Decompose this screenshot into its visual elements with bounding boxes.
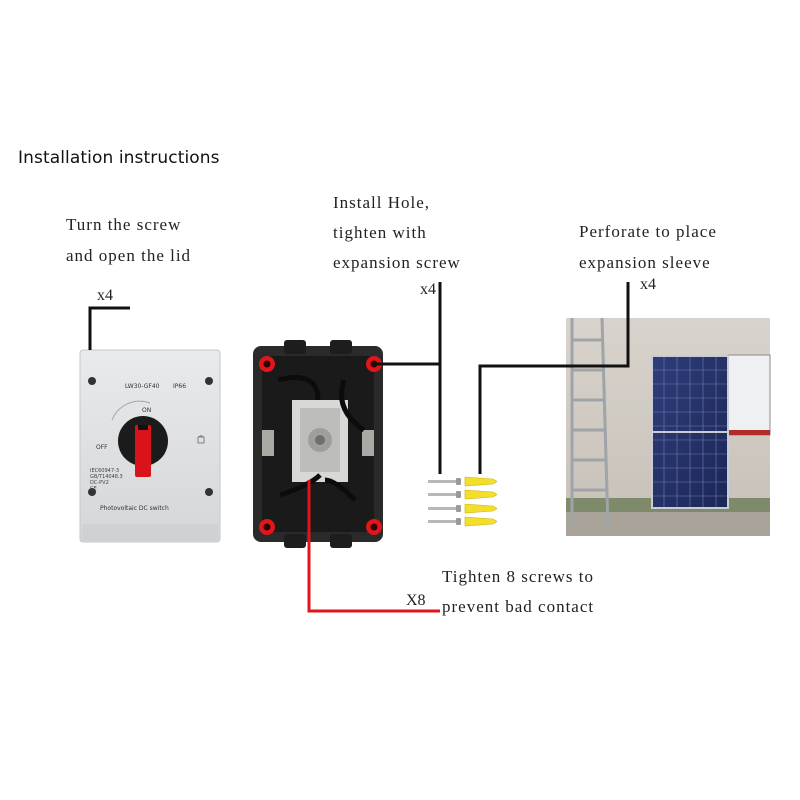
- hole-instruction-line3: expansion screw: [333, 253, 461, 272]
- ladder-icon: [570, 317, 610, 529]
- contact-screw-count: X8: [406, 592, 426, 609]
- hole-instruction-line2: tighten with: [333, 223, 427, 242]
- screw-icon: [428, 478, 461, 525]
- contact-instruction-line1: Tighten 8 screws to: [442, 567, 595, 586]
- switch-footer-label: Photovoltaic DC switch: [100, 505, 169, 512]
- hole-instruction-line1: Install Hole,: [333, 193, 431, 212]
- switch-rating-label: IP66: [173, 383, 186, 390]
- switch-spec-3: DC-PV2: [90, 480, 109, 486]
- rotary-handle: [118, 416, 168, 477]
- dc-switch-closed: LW30-GF40 IP66 ON OFF IEC60947-3 GB/T140…: [79, 349, 221, 543]
- switch-off-label: OFF: [96, 444, 108, 451]
- sleeve-instruction-line1: Perforate to place: [579, 222, 717, 241]
- sleeve-count: x4: [640, 276, 656, 293]
- sleeve-instruction-line2: expansion sleeve: [579, 253, 711, 272]
- lid-instruction-line2: and open the lid: [66, 246, 192, 265]
- switch-spec-1: IEC60947-3: [90, 468, 119, 474]
- hole-callout-line: [374, 362, 442, 474]
- switch-model-label: LW30-GF40: [125, 383, 160, 390]
- wall-photo: [566, 317, 771, 536]
- lid-screw-icon: [205, 377, 213, 385]
- lid-instruction: Turn the screw and open the lid: [66, 209, 191, 271]
- dc-switch-open-box: [253, 340, 383, 548]
- switch-spec-4: CE: [90, 486, 97, 492]
- page-heading: Installation instructions: [18, 148, 220, 168]
- lid-screw-count: x4: [97, 287, 113, 304]
- lid-callout-line: [88, 306, 130, 350]
- hole-instruction: Install Hole, tighten with expansion scr…: [333, 188, 461, 278]
- anchor-icon: [464, 476, 498, 527]
- switch-spec-2: GB/T14048.3: [90, 474, 123, 480]
- switch-on-label: ON: [142, 407, 151, 414]
- lock-icon: [197, 435, 205, 444]
- lid-screw-icon: [205, 488, 213, 496]
- handle-red-icon: [135, 425, 151, 477]
- lid-instruction-line1: Turn the screw: [66, 215, 182, 234]
- sleeve-instruction: Perforate to place expansion sleeve: [579, 216, 717, 278]
- hole-screw-count: x4: [420, 281, 436, 298]
- contact-callout-line: [307, 480, 440, 613]
- contact-instruction: Tighten 8 screws to prevent bad contact: [442, 562, 594, 622]
- lid-screw-icon: [88, 377, 96, 385]
- solar-panel-icon: [651, 355, 729, 509]
- lid-screw-icon: [88, 488, 96, 496]
- sleeve-callout-line: [478, 282, 630, 474]
- screw-anchor-set: [428, 476, 498, 527]
- contact-instruction-line2: prevent bad contact: [442, 597, 595, 616]
